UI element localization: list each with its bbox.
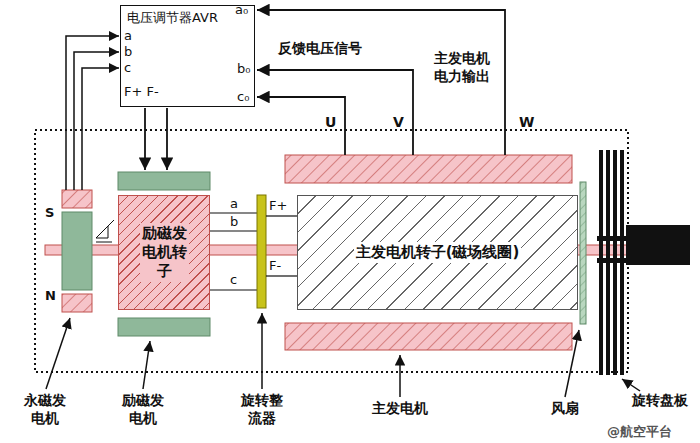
avr-pin: a: [124, 28, 132, 44]
pmg-wire-c: [82, 68, 119, 190]
main-stator-top: [285, 155, 572, 183]
housing-outline: [35, 130, 628, 372]
rotating-disk: [597, 150, 690, 375]
wire-a: [210, 212, 257, 213]
wire-label: F+: [269, 198, 287, 214]
pmg-magnet: [62, 212, 92, 290]
part-name: 永磁发电机: [24, 392, 66, 427]
avr-pin: c₀: [237, 89, 249, 105]
node-text: 电压调节器AVR: [125, 9, 220, 27]
leader-fan: [565, 330, 579, 397]
wire-label: c: [230, 272, 237, 288]
leader-rectifier: [261, 313, 263, 389]
part-name: 旋转盘板: [632, 392, 688, 410]
wire-label: F-: [269, 258, 281, 274]
output-wire-v: [257, 70, 413, 155]
leader-exciter: [143, 341, 150, 389]
avr-pin: F+ F-: [124, 84, 159, 100]
main-rotor: 主发电机转子(磁场线圈): [297, 195, 578, 310]
phase-label: W: [519, 114, 534, 132]
wire-b: [210, 230, 257, 231]
pmg-wire-a: [66, 36, 119, 190]
part-name: 励磁发电机: [122, 392, 164, 427]
pmg-wire-b: [74, 52, 119, 190]
pmg-stator-bottom: [62, 294, 92, 312]
avr-pin: c: [124, 60, 131, 76]
avr-field-wire-minus: [166, 108, 168, 170]
leader-pmg: [46, 318, 70, 389]
part-name: 旋转整流器: [241, 392, 283, 427]
watermark: @航空平台: [607, 424, 672, 440]
node-text: 主发电机转子(磁场线圈): [354, 242, 522, 263]
wire-c: [210, 289, 257, 290]
wire-f-minus: [266, 275, 297, 276]
wire-label: a: [230, 196, 238, 212]
avr-field-wire-plus: [144, 108, 146, 170]
signal-label: 主发电机电力输出: [432, 50, 492, 85]
phase-label: U: [325, 114, 336, 132]
pole-label: N: [45, 288, 56, 304]
avr-pin: b₀: [237, 61, 250, 77]
part-name: 风扇: [551, 400, 579, 418]
output-wire-w: [257, 10, 505, 155]
diode-symbol: [96, 220, 114, 242]
main-stator-bottom: [285, 323, 572, 350]
output-wire-u: [257, 97, 345, 155]
exciter-rotor: 励磁发电机转子: [118, 195, 210, 310]
rotating-rectifier: [257, 195, 266, 308]
exciter-stator-top: [118, 172, 210, 190]
pmg-stator-top: [62, 190, 92, 208]
part-name: 主发电机: [372, 400, 428, 418]
phase-label: V: [393, 114, 404, 132]
node-text: 励磁发电机转子: [140, 223, 189, 281]
fan: [580, 182, 586, 324]
leader-main-generator: [399, 355, 401, 397]
wire-f-plus: [266, 215, 297, 216]
wire-label: b: [230, 214, 238, 230]
exciter-stator-bottom: [118, 318, 210, 336]
avr-pin: a₀: [235, 2, 248, 18]
avr-pin: b: [124, 44, 132, 60]
signal-label: 反馈电压信号: [278, 40, 362, 58]
pole-label: S: [45, 205, 54, 221]
leader-disk: [622, 379, 640, 391]
